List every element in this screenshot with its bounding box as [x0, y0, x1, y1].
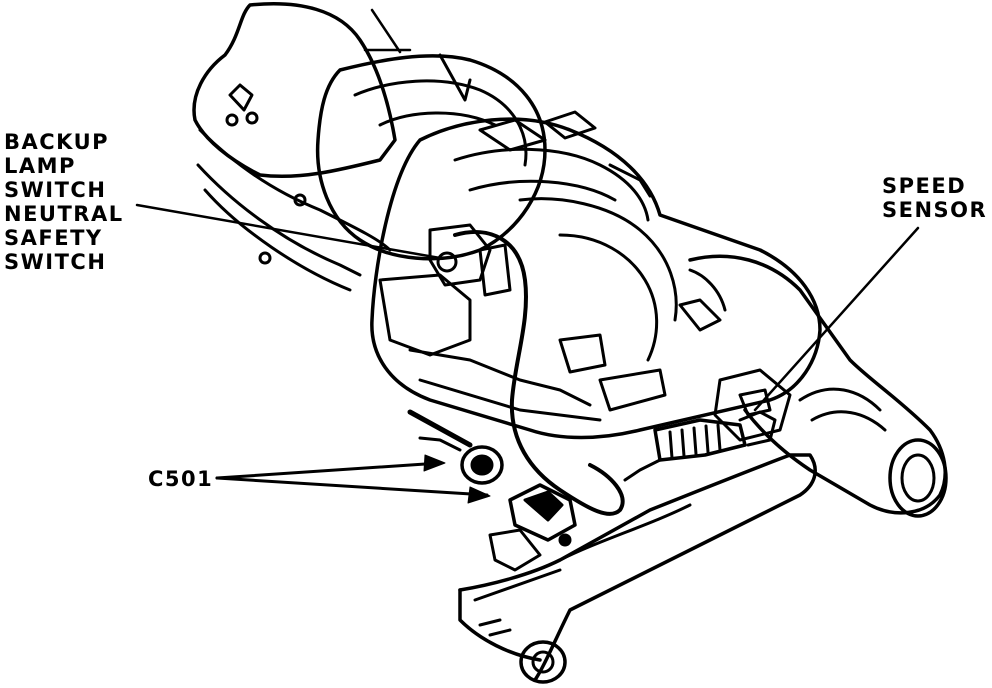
c501-leader-lower [215, 476, 489, 497]
extension-housing [688, 254, 947, 515]
label-line: C501 [148, 467, 214, 491]
label-line: NEUTRAL [4, 202, 124, 226]
speed-sensor-leader [753, 226, 920, 412]
speed-sensor-assembly [623, 410, 777, 482]
c501-connector-upper [407, 409, 504, 485]
c501-label: C501 [148, 467, 213, 491]
crossmember [458, 453, 817, 682]
backup-lamp-neutral-safety-label: BACKUP LAMP SWITCH NEUTRAL SAFETY SWITCH [4, 130, 124, 274]
backup-switch-leader [135, 203, 442, 260]
label-line: LAMP [4, 154, 76, 178]
housing-flange [315, 54, 547, 261]
c501-arrowhead-upper [423, 454, 446, 472]
c501-arrowhead-lower [467, 486, 491, 504]
c501-leader-upper [215, 461, 442, 480]
label-line: SPEED [882, 174, 967, 198]
speed-sensor-label: SPEED SENSOR [882, 174, 987, 222]
bell-housing [192, 2, 397, 179]
label-line: SWITCH [4, 178, 107, 202]
label-line: BACKUP [4, 130, 110, 154]
label-line: SWITCH [4, 250, 107, 274]
wiring-harness [453, 230, 625, 516]
label-line: SAFETY [4, 226, 103, 250]
transmission-case [370, 117, 822, 440]
c501-connector-lower [488, 483, 577, 572]
label-line: SENSOR [882, 198, 988, 222]
